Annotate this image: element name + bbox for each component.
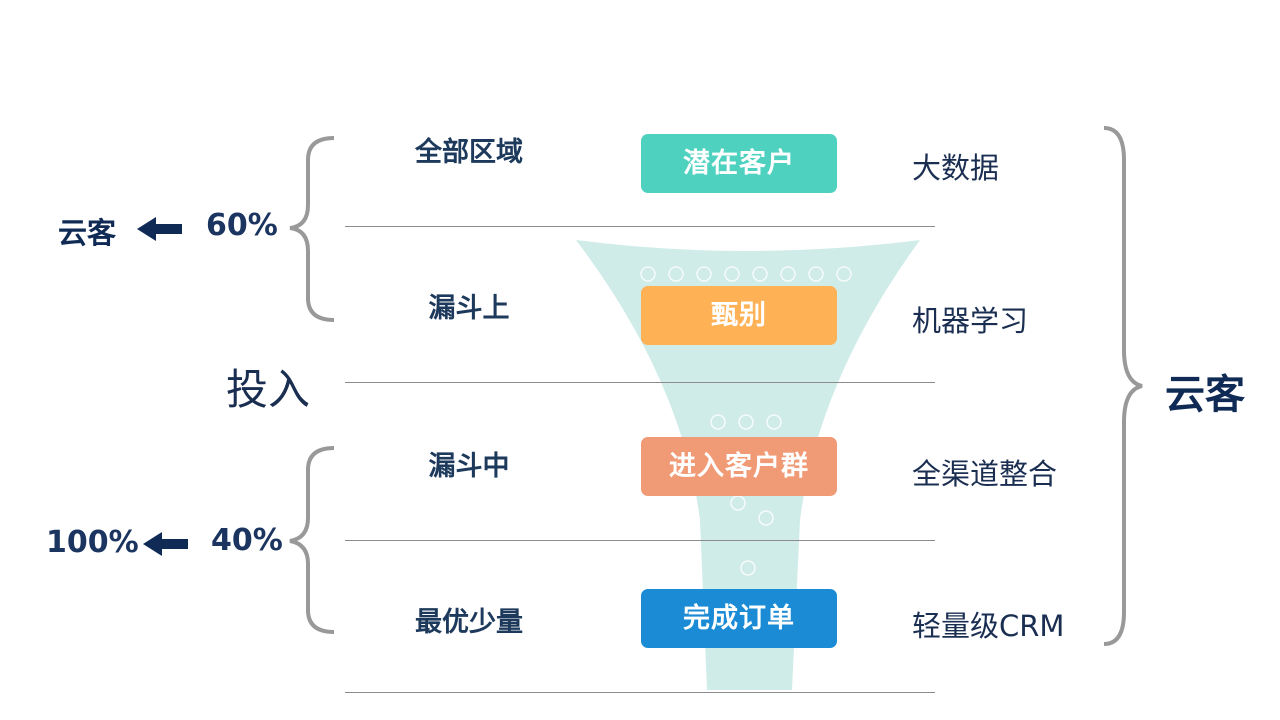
divider-line-1 [345, 226, 935, 227]
top-left-brace [289, 136, 335, 322]
divider-line-3 [345, 540, 935, 541]
stage-label-all-regions: 全部区域 [415, 137, 523, 168]
divider-line-2 [345, 382, 935, 383]
enter-customer-group-box: 进入客户群 [641, 437, 837, 496]
tech-label-lightweight-crm: 轻量级CRM [912, 609, 1065, 643]
top-left-brand-label: 云客 [58, 216, 117, 250]
tech-label-omnichannel: 全渠道整合 [912, 457, 1058, 491]
right-brace [1103, 126, 1143, 646]
bottom-percentage: 40% [211, 523, 283, 558]
right-brand-label: 云客 [1165, 372, 1245, 418]
stage-label-funnel-middle: 漏斗中 [428, 451, 510, 482]
divider-line-4 [345, 692, 935, 693]
tech-label-machine-learning: 机器学习 [912, 304, 1029, 338]
stage-label-best-few: 最优少量 [415, 607, 523, 638]
bottom-left-percentage: 100% [46, 525, 139, 560]
screening-box: 甄别 [641, 286, 837, 345]
bottom-left-brace [289, 446, 335, 634]
tech-label-big-data: 大数据 [912, 151, 1000, 185]
stage-label-funnel-top: 漏斗上 [428, 293, 510, 324]
funnel-bubbles [640, 266, 852, 576]
complete-order-box: 完成订单 [641, 589, 837, 648]
top-percentage: 60% [206, 208, 278, 243]
bottom-arrow-icon [143, 532, 188, 556]
investment-label: 投入 [226, 365, 311, 414]
top-arrow-icon [137, 217, 182, 241]
potential-customers-box: 潜在客户 [641, 134, 837, 193]
